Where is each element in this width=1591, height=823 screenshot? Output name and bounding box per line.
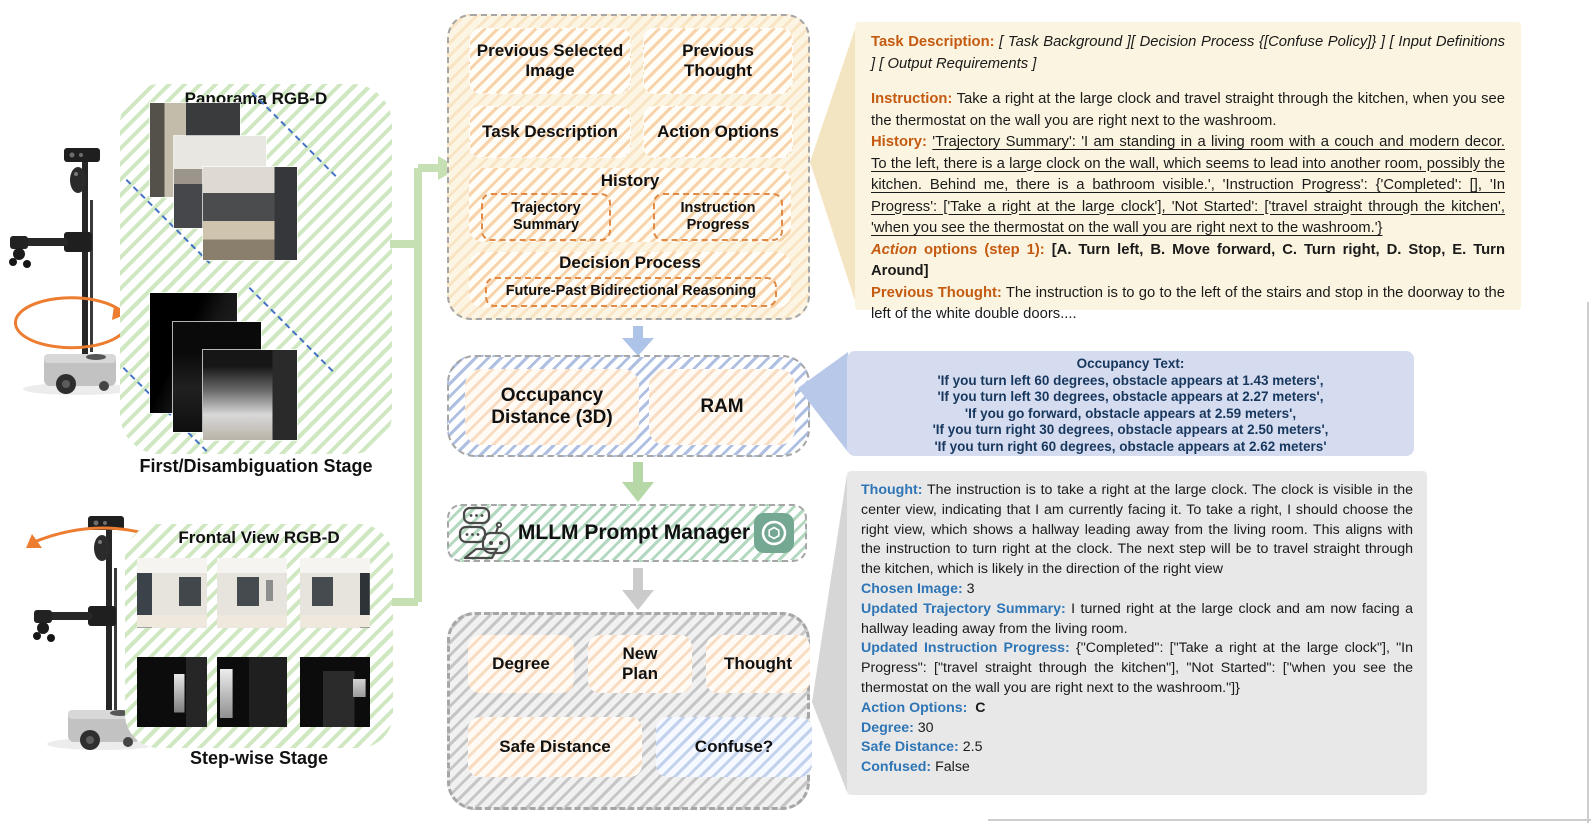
task-description-entry: Task Description: [ Task Background ][ D… <box>871 34 1505 72</box>
box-thought: Thought <box>706 635 810 693</box>
box-occupancy-distance: Occupancy Distance (3D) <box>465 369 639 445</box>
robot-frontal-illustration <box>26 516 172 750</box>
output-text-panel: Thought: The instruction is to take a ri… <box>847 471 1427 795</box>
frontal-rgb-image <box>300 558 370 628</box>
box-safe-distance: Safe Distance <box>468 717 642 777</box>
box-confuse: Confuse? <box>656 717 812 777</box>
box-trajectory-summary: Trajectory Summary <box>481 193 611 241</box>
occupancy-line: 'If you turn right 30 degrees, obstacle … <box>932 422 1329 438</box>
panorama-depth-image <box>203 350 297 440</box>
box-ram: RAM <box>649 369 795 445</box>
output-container: Degree New Plan Thought Safe Distance Co… <box>447 612 812 810</box>
panorama-rgb-image <box>203 167 297 260</box>
rotation-arrow-icon <box>13 296 132 350</box>
robot-panorama-illustration <box>9 148 133 395</box>
occupancy-line: 'If you go forward, obstacle appears at … <box>964 405 1297 421</box>
box-previous-selected-image: Previous Selected Image <box>469 28 631 94</box>
first-stage-label: First/Disambiguation Stage <box>139 456 373 476</box>
history-title: History <box>600 171 660 190</box>
openai-logo-icon <box>754 513 794 553</box>
flow-arrow-down-icon <box>622 326 654 356</box>
confused-entry: Confused: False <box>861 759 970 776</box>
frontal-depth-image <box>137 657 207 727</box>
chosen-image-entry: Chosen Image: 3 <box>861 580 975 597</box>
updated-trajectory-entry: Updated Trajectory Summary: I turned rig… <box>861 600 1413 637</box>
degree-entry: Degree: 30 <box>861 719 934 736</box>
flow-arrow-down-icon <box>622 462 654 502</box>
history-entry: History: 'Trajectory Summary': 'I am sta… <box>871 134 1505 236</box>
occupancy-text-panel: Occupancy Text: 'If you turn left 60 deg… <box>847 351 1414 456</box>
mllm-prompt-manager-box: MLLM Prompt Manager <box>447 504 807 562</box>
flow-arrow-down-icon <box>622 568 654 610</box>
updated-progress-entry: Updated Instruction Progress: {"Complete… <box>861 640 1413 696</box>
occupancy-line: 'If you turn right 60 degrees, obstacle … <box>934 438 1327 454</box>
occupancy-line: 'If you turn left 30 degrees, obstacle a… <box>937 389 1324 405</box>
box-new-plan: New Plan <box>588 635 692 693</box>
prompt-text-panel: Task Description: [ Task Background ][ D… <box>855 22 1521 322</box>
box-instruction-progress: Instruction Progress <box>653 193 783 241</box>
output-callout-wedge <box>812 474 847 792</box>
stepwise-stage-label: Step-wise Stage <box>189 748 329 768</box>
section-decision-process: Decision Process Future-Past Bidirection… <box>469 252 791 308</box>
occupancy-callout-wedge <box>798 352 848 452</box>
box-degree: Degree <box>468 635 574 693</box>
decision-process-title: Decision Process <box>559 253 701 272</box>
perception-container: Occupancy Distance (3D) RAM <box>447 355 810 457</box>
robot-chat-icon <box>458 506 511 560</box>
instruction-entry: Instruction: Take a right at the large c… <box>871 91 1505 129</box>
box-future-past-reasoning: Future-Past Bidirectional Reasoning <box>485 277 777 307</box>
frontal-rgb-image <box>137 558 207 628</box>
mllm-label: MLLM Prompt Manager <box>517 521 751 544</box>
occupancy-title: Occupancy Text: <box>1076 356 1185 371</box>
panorama-panel: Panorama RGB-D <box>120 84 392 454</box>
box-action-options: Action Options <box>643 106 793 158</box>
box-task-description: Task Description <box>469 106 631 158</box>
frontal-depth-image <box>300 657 370 727</box>
page-edge-line <box>988 819 1591 821</box>
frontal-title: Frontal View RGB-D <box>178 528 340 547</box>
thought-entry: Thought: The instruction is to take a ri… <box>861 482 1413 578</box>
frontal-panel: Frontal View RGB-D <box>125 524 393 748</box>
action-options-result-entry: Action Options: C <box>861 699 986 716</box>
occupancy-line: 'If you turn left 60 degrees, obstacle a… <box>937 372 1324 388</box>
section-history: History Trajectory Summary Instruction P… <box>469 168 791 242</box>
previous-thought-entry: Previous Thought: The instruction is to … <box>871 284 1505 323</box>
action-options-entry: Action options (step 1): [A. Turn left, … <box>871 241 1505 280</box>
prompt-callout-wedge <box>810 26 856 304</box>
box-previous-thought: Previous Thought <box>643 28 793 94</box>
frontal-rgb-image <box>217 558 287 628</box>
page-edge-line <box>1587 302 1589 823</box>
frontal-depth-image <box>217 657 287 727</box>
prompt-assembly-container: Previous Selected Image Previous Thought… <box>447 14 810 320</box>
safe-distance-entry: Safe Distance: 2.5 <box>861 739 983 756</box>
